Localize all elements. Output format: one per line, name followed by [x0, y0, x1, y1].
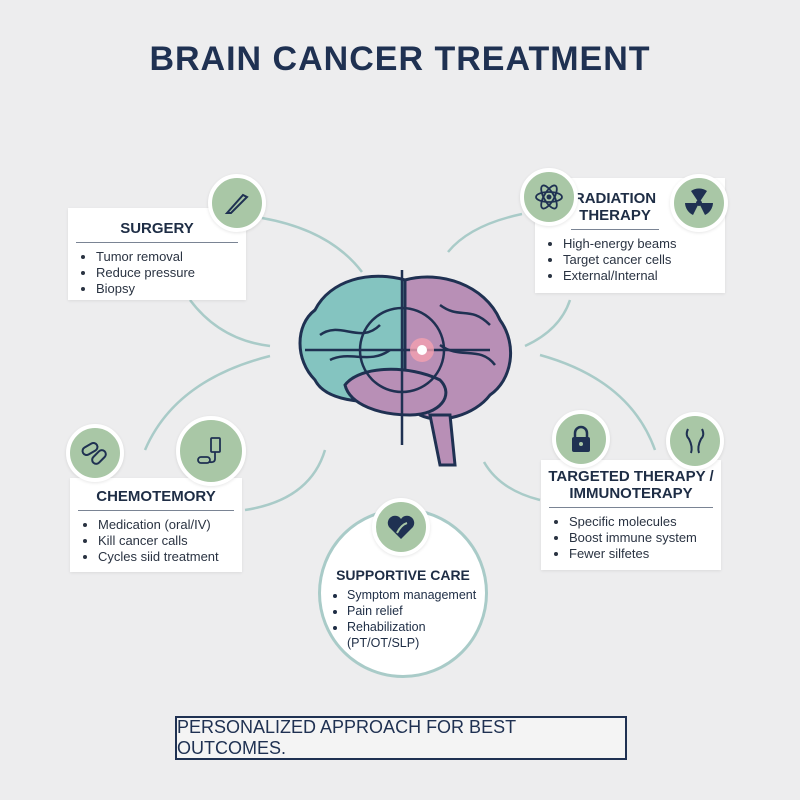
arrow-surgery [261, 216, 363, 273]
arrow-radiation-2 [524, 299, 572, 348]
targeted-therapy-card: TARGETED THERAPY / IMMUNOTERAPY Specific… [541, 460, 721, 570]
chemotherapy-title: CHEMOTEMORY [78, 488, 234, 511]
iv-bag-icon [176, 416, 246, 486]
scalpel-icon [208, 174, 266, 232]
radiation-title-1: RADIATION [573, 190, 657, 207]
arrow-targeted-2 [482, 461, 541, 502]
atom-icon [520, 168, 578, 226]
arrow-targeted [539, 353, 657, 451]
page-title: BRAIN CANCER TREATMENT [149, 40, 651, 78]
list-item: Cycles siid treatment [98, 549, 242, 565]
brain-illustration [298, 270, 513, 467]
chemotherapy-card: CHEMOTEMORY Medication (oral/IV)Kill can… [70, 478, 242, 572]
footer-banner: PERSONALIZED APPROACH FOR BEST OUTCOMES. [175, 716, 627, 760]
list-item: Reduce pressure [96, 265, 246, 281]
list-item: Boost immune system [569, 530, 721, 546]
list-item: Target cancer cells [563, 252, 725, 268]
list-item: Symptom management [347, 587, 485, 603]
heart-leaf-icon [372, 498, 430, 556]
list-item: High-energy beams [563, 236, 725, 252]
supportive-care-circle: SUPPORTIVE CARE Symptom managementPain r… [318, 508, 488, 678]
surgery-title: SURGERY [76, 220, 238, 243]
list-item: Specific molecules [569, 514, 721, 530]
antibody-icon [666, 412, 724, 470]
arrow-surgery-2 [189, 299, 271, 348]
targeted-title-2: IMMUNOTERAPY [549, 485, 713, 508]
list-item: Pain relief [347, 603, 485, 619]
list-item: Rehabilization (PT/OT/SLP) [347, 619, 485, 651]
arrow-radiation [447, 212, 523, 253]
list-item: Medication (oral/IV) [98, 517, 242, 533]
targeted-title-1: TARGETED THERAPY / [548, 468, 714, 485]
list-item: Tumor removal [96, 249, 246, 265]
pill-icon [66, 424, 124, 482]
arrow-chemo [143, 354, 271, 451]
list-item: External/Internal [563, 268, 725, 284]
radiation-title-2: THERAPY [571, 207, 659, 230]
list-item: Biopsy [96, 281, 246, 297]
arrow-chemo-2 [244, 449, 327, 512]
list-item: Kill cancer calls [98, 533, 242, 549]
lock-icon [552, 410, 610, 468]
list-item: Fewer silfetes [569, 546, 721, 562]
radiation-icon [670, 174, 728, 232]
supportive-care-title: SUPPORTIVE CARE [336, 567, 470, 583]
